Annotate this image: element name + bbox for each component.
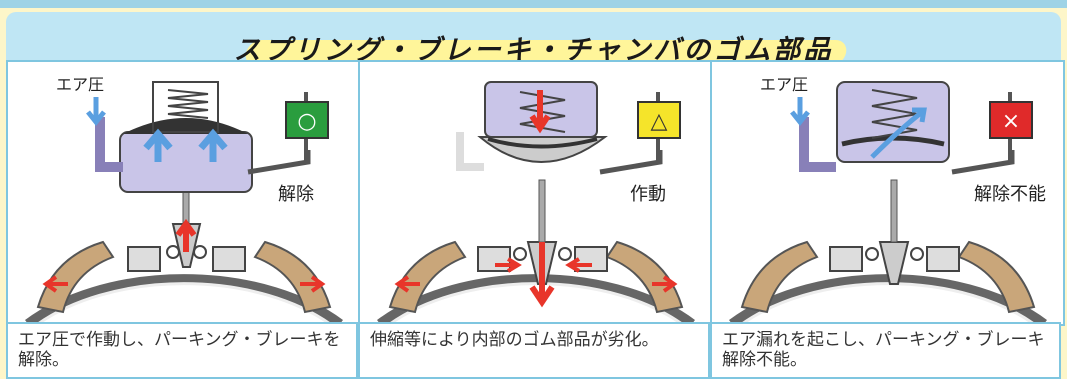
release-arrow xyxy=(175,218,197,252)
panel-1-caption: エア圧で作動し、パーキング・ブレーキを解除。 xyxy=(6,322,358,379)
chamber-lower xyxy=(119,131,253,193)
air-pressure-label: エア圧 xyxy=(760,75,808,94)
air-arrow xyxy=(790,97,810,127)
spring-force-arrow xyxy=(529,90,551,134)
air-arrow xyxy=(86,97,106,127)
flag-symbol: ○ xyxy=(297,109,316,134)
panel-3: × エア圧 解除不能 xyxy=(710,60,1065,329)
diaphragm xyxy=(123,118,248,134)
flag-symbol: × xyxy=(1002,109,1020,134)
title-area: スプリング・ブレーキ・チャンバのゴム部品 xyxy=(6,24,1061,66)
flag-ok xyxy=(285,101,329,139)
panel-2-illustration: △ 作動 xyxy=(377,81,695,329)
panel-3-illustration: × エア圧 解除不能 xyxy=(729,75,1047,329)
top-strip xyxy=(0,0,1067,8)
panel-2-caption: 伸縮等により内部のゴム部品が劣化。 xyxy=(358,322,710,379)
chamber-upper xyxy=(152,81,219,133)
air-pressure-label: エア圧 xyxy=(56,75,104,94)
air-pipe xyxy=(95,117,123,172)
worn-diaphragm xyxy=(487,137,598,149)
flag-ng xyxy=(989,101,1033,139)
indicator-lever xyxy=(247,150,311,175)
lift-arrow-left xyxy=(143,128,173,162)
state-label: 作動 xyxy=(630,184,666,205)
piston-right xyxy=(212,246,246,272)
panel-3-caption: エア漏れを起こし、パーキング・ブレーキ解除不能。 xyxy=(710,322,1061,379)
panel-background: スプリング・ブレーキ・チャンバのゴム部品 xyxy=(6,12,1065,379)
panel-1: ○ エア圧 解除 xyxy=(6,60,362,329)
spring xyxy=(167,89,209,119)
state-label: 解除 xyxy=(278,184,314,205)
state-label: 解除不能 xyxy=(974,184,1046,205)
leak-arrow xyxy=(870,107,927,159)
air-pipe xyxy=(799,117,836,172)
flag-symbol: △ xyxy=(651,109,668,134)
piston-left xyxy=(127,246,161,272)
apply-arrow xyxy=(529,242,555,308)
flag-warn xyxy=(637,101,681,139)
panel-2: △ 作動 xyxy=(358,60,714,329)
panel-1-illustration: ○ エア圧 解除 xyxy=(25,75,343,329)
lift-arrow-right xyxy=(198,128,228,162)
